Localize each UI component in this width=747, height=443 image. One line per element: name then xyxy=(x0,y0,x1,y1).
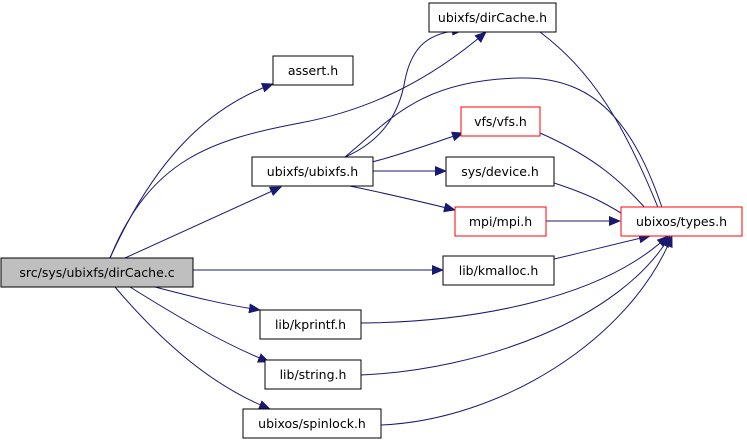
node-label: mpi/mpi.h xyxy=(469,214,532,229)
node-mpi-mpi-h[interactable]: mpi/mpi.h xyxy=(454,206,547,237)
node-lib-string-h[interactable]: lib/string.h xyxy=(264,359,362,390)
node-ubixfs-ubixfs-h[interactable]: ubixfs/ubixfs.h xyxy=(251,156,374,187)
node-vfs-vfs-h[interactable]: vfs/vfs.h xyxy=(460,106,541,137)
node-label: lib/kmalloc.h xyxy=(459,263,539,278)
node-label: ubixos/types.h xyxy=(636,214,727,229)
node-label: sys/device.h xyxy=(461,164,539,179)
node-label: lib/kprintf.h xyxy=(275,317,346,332)
edge-kmalloc-types xyxy=(553,233,651,260)
node-src-sys-ubixfs-dircache-c[interactable]: src/sys/ubixfs/dirCache.c xyxy=(0,257,194,288)
node-assert-h[interactable]: assert.h xyxy=(272,55,354,86)
node-ubixos-spinlock-h[interactable]: ubixos/spinlock.h xyxy=(242,408,382,439)
node-sys-device-h[interactable]: sys/device.h xyxy=(445,156,555,187)
edge-root-spinlock xyxy=(114,286,271,410)
edge-layer xyxy=(109,25,673,426)
node-label: assert.h xyxy=(288,63,338,78)
node-ubixos-types-h[interactable]: ubixos/types.h xyxy=(620,206,743,237)
node-lib-kmalloc-h[interactable]: lib/kmalloc.h xyxy=(442,255,555,286)
edge-dircache-types xyxy=(539,31,669,234)
edge-root-assert xyxy=(109,82,274,259)
edge-ubixfs-types xyxy=(344,77,672,234)
edge-root-string xyxy=(129,286,270,363)
node-label: vfs/vfs.h xyxy=(474,114,527,129)
node-label: ubixfs/dirCache.h xyxy=(438,10,547,25)
node-ubixfs-dircache-h[interactable]: ubixfs/dirCache.h xyxy=(428,2,557,33)
edge-ubixfs-dircache xyxy=(344,25,464,158)
node-label: ubixos/spinlock.h xyxy=(258,416,366,431)
edge-ubixfs-vfs xyxy=(371,131,464,163)
edge-string-types xyxy=(360,235,671,376)
edge-ubixfs-mpi xyxy=(339,183,456,213)
node-label: ubixfs/ubixfs.h xyxy=(267,164,358,179)
node-label: src/sys/ubixfs/dirCache.c xyxy=(19,265,174,280)
edge-root-ubixfs-dircache xyxy=(109,31,487,259)
edge-kprintf-types xyxy=(360,235,669,324)
node-lib-kprintf-h[interactable]: lib/kprintf.h xyxy=(259,309,362,340)
edge-spinlock-types xyxy=(380,235,673,426)
edge-root-ubixfs-ubixfs xyxy=(124,186,282,259)
edge-root-kprintf xyxy=(154,286,261,314)
node-label: lib/string.h xyxy=(280,367,347,382)
